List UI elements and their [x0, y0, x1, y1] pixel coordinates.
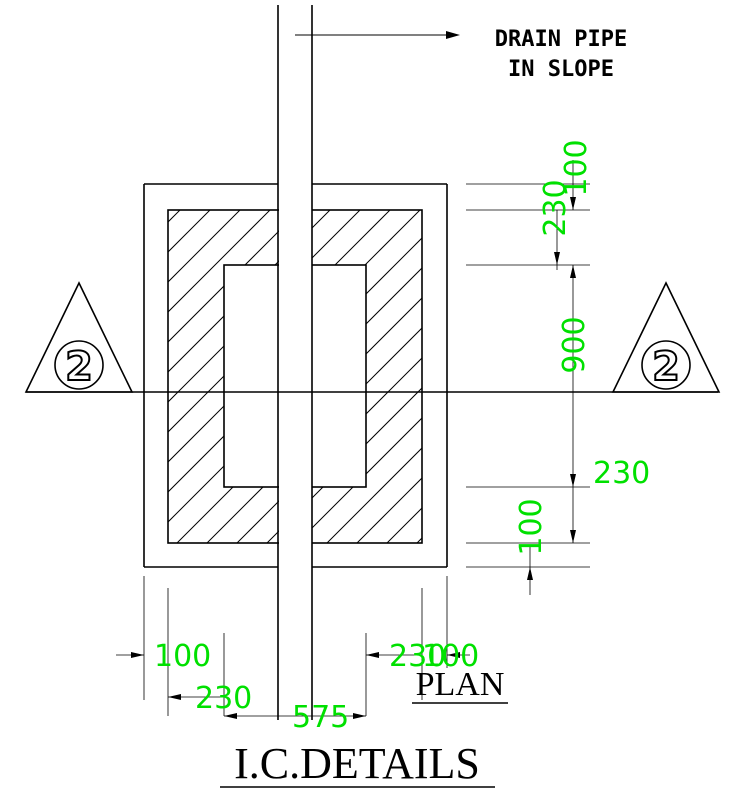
hatch-line [520, 200, 732, 560]
horizontal-dimension-arrows [131, 652, 460, 719]
hatch-line [339, 210, 422, 543]
hatch-line [279, 210, 422, 543]
section-marker-right: 2 [611, 281, 721, 393]
hatch-line [309, 210, 422, 543]
section-marker-left: 2 [24, 281, 134, 393]
hatch-line [460, 200, 732, 560]
hatch-line [168, 210, 221, 543]
vertical-dimension-arrows [527, 197, 576, 580]
dim-bottom-offset: 100 [514, 498, 549, 555]
hatch-line [168, 210, 371, 543]
hatch-line [168, 210, 191, 543]
drawing-title: I.C.DETAILS [234, 739, 480, 788]
section-marker-right-label: 2 [652, 344, 680, 390]
drain-pipe [277, 0, 313, 720]
drain-pipe-note-line1: DRAIN PIPE [495, 27, 627, 52]
hatch-line [168, 210, 311, 543]
hatch-line [168, 210, 281, 543]
dim-left-offset: 100 [154, 639, 211, 674]
hatch-line [550, 200, 732, 560]
dim-left-wall: 230 [195, 681, 252, 716]
hatch-line [430, 200, 732, 560]
drain-pipe-note-line2: IN SLOPE [508, 57, 614, 82]
dim-right-offset: 100 [422, 639, 479, 674]
view-label: PLAN [416, 666, 505, 703]
dim-inner-horizontal: 575 [292, 700, 349, 735]
dim-bottom-wall: 230 [593, 456, 650, 491]
dim-inner-vertical: 900 [557, 316, 592, 373]
dim-top-offset: 100 [559, 139, 594, 196]
horizontal-dimension-lines [116, 576, 470, 717]
dim-right-wall: 230 [389, 639, 446, 674]
outer-boundary [143, 183, 448, 568]
hatch-line [168, 210, 401, 543]
hatch-line [399, 210, 422, 543]
hatch-line [189, 210, 422, 543]
hatch-line [168, 210, 251, 543]
section-marker-left-label: 2 [65, 344, 93, 390]
drain-pipe-leader [295, 31, 460, 39]
hatch-line [168, 210, 422, 543]
hatch-line [168, 210, 422, 543]
dim-top-wall: 230 [538, 179, 573, 236]
vertical-dimension-lines [466, 160, 590, 595]
